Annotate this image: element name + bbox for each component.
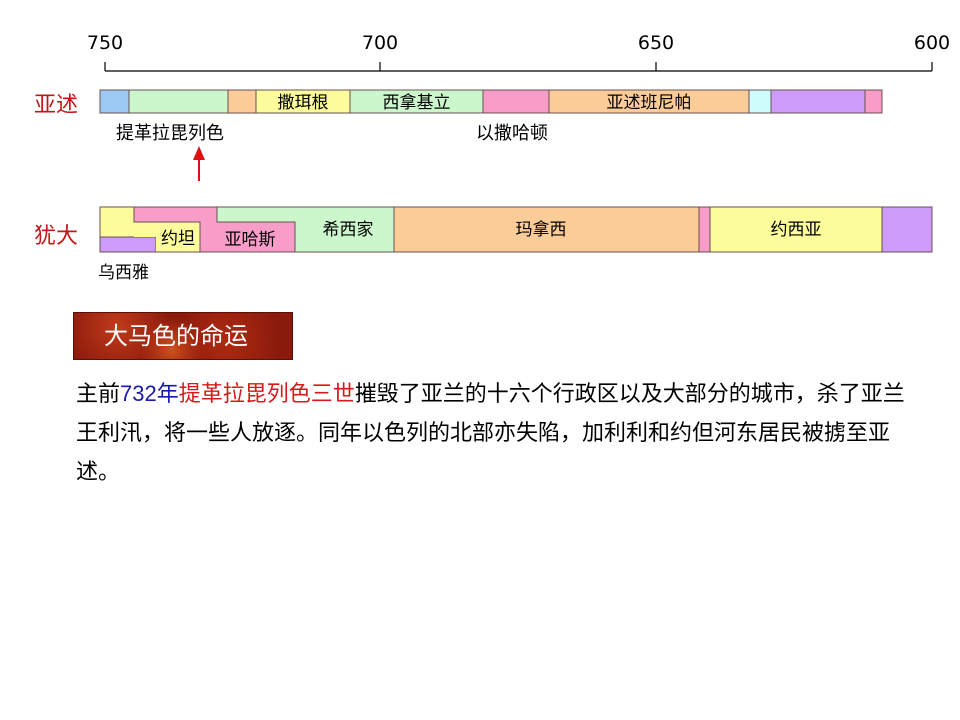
axis-tick-label: 600 xyxy=(914,32,950,54)
judah-segment-label: 约西亚 xyxy=(771,220,822,240)
assyria-segment xyxy=(864,89,883,114)
highlight-year: 732年 xyxy=(120,381,179,406)
text-part: 摧毁了亚兰的十六个行政区以及大部分的城市，杀了亚兰王利汛，将一些人放逐。同年以色… xyxy=(76,382,905,485)
row-label-judah: 犹大 xyxy=(34,224,78,249)
up-arrow-icon xyxy=(193,146,205,181)
body-paragraph: 主前732年提革拉毘列色三世摧毁了亚兰的十六个行政区以及大部分的城市，杀了亚兰王… xyxy=(76,374,916,492)
judah-segment-label: 约坦 xyxy=(161,229,195,249)
assyria-bar: 撒珥根 西拿基立 亚述班尼帕 xyxy=(99,89,883,114)
assyria-segment-label: 西拿基立 xyxy=(383,92,451,113)
assyria-segment xyxy=(748,89,772,114)
note-esarhaddon: 以撒哈顿 xyxy=(476,123,548,144)
judah-segment xyxy=(99,236,157,253)
section-heading: 大马色的命运 xyxy=(73,312,293,360)
note-tiglath-pileser: 提革拉毘列色 xyxy=(116,123,224,144)
judah-segment xyxy=(134,222,200,252)
judah-segment xyxy=(881,206,933,253)
assyria-segment-label: 亚述班尼帕 xyxy=(607,93,692,113)
judah-bar: 约坦 亚哈斯 希西家 玛拿西 约西亚 xyxy=(99,206,933,253)
assyria-segment-label: 撒珥根 xyxy=(278,93,329,113)
axis-tick-label: 700 xyxy=(362,32,398,54)
judah-bar-outline xyxy=(99,206,933,253)
axis-tick-label: 750 xyxy=(87,32,123,54)
row-label-assyria: 亚述 xyxy=(34,93,78,118)
judah-segment-label: 玛拿西 xyxy=(516,219,567,240)
assyria-segment xyxy=(128,89,229,114)
note-uzziah: 乌西雅 xyxy=(98,263,149,283)
judah-segment-label: 亚哈斯 xyxy=(225,230,276,250)
assyria-segment xyxy=(482,89,550,114)
assyria-segment xyxy=(99,89,130,114)
assyria-segment xyxy=(770,89,866,114)
axis-tick-label: 650 xyxy=(638,32,674,54)
timeline-axis: 750 700 650 600 xyxy=(87,32,950,72)
judah-segment-label: 希西家 xyxy=(323,220,374,240)
highlight-king: 提革拉毘列色三世 xyxy=(178,382,355,407)
judah-segment xyxy=(698,206,711,253)
assyria-segment xyxy=(227,89,257,114)
text-part: 主前 xyxy=(76,382,121,407)
